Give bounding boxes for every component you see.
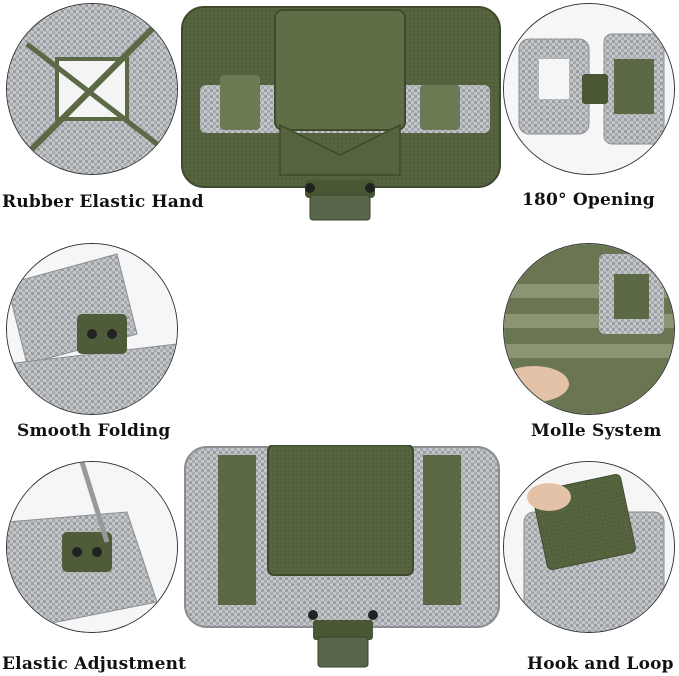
detail-photo-elastic	[6, 461, 178, 633]
caption-elastic: Elastic Adjustment	[2, 654, 187, 674]
caption-opening: 180° Opening	[522, 190, 655, 210]
detail-photo-opening	[503, 3, 675, 175]
caption-folding: Smooth Folding	[17, 421, 171, 441]
detail-photo-folding	[6, 243, 178, 415]
caption-rubber: Rubber Elastic Hand	[2, 192, 204, 212]
caption-molle: Molle System	[531, 421, 662, 441]
product-photo-top	[180, 5, 505, 225]
detail-photo-hook	[503, 461, 675, 633]
detail-photo-molle	[503, 243, 675, 415]
caption-hook: Hook and Loop	[527, 654, 674, 674]
product-photo-bottom	[183, 445, 503, 675]
detail-photo-rubber	[6, 3, 178, 175]
